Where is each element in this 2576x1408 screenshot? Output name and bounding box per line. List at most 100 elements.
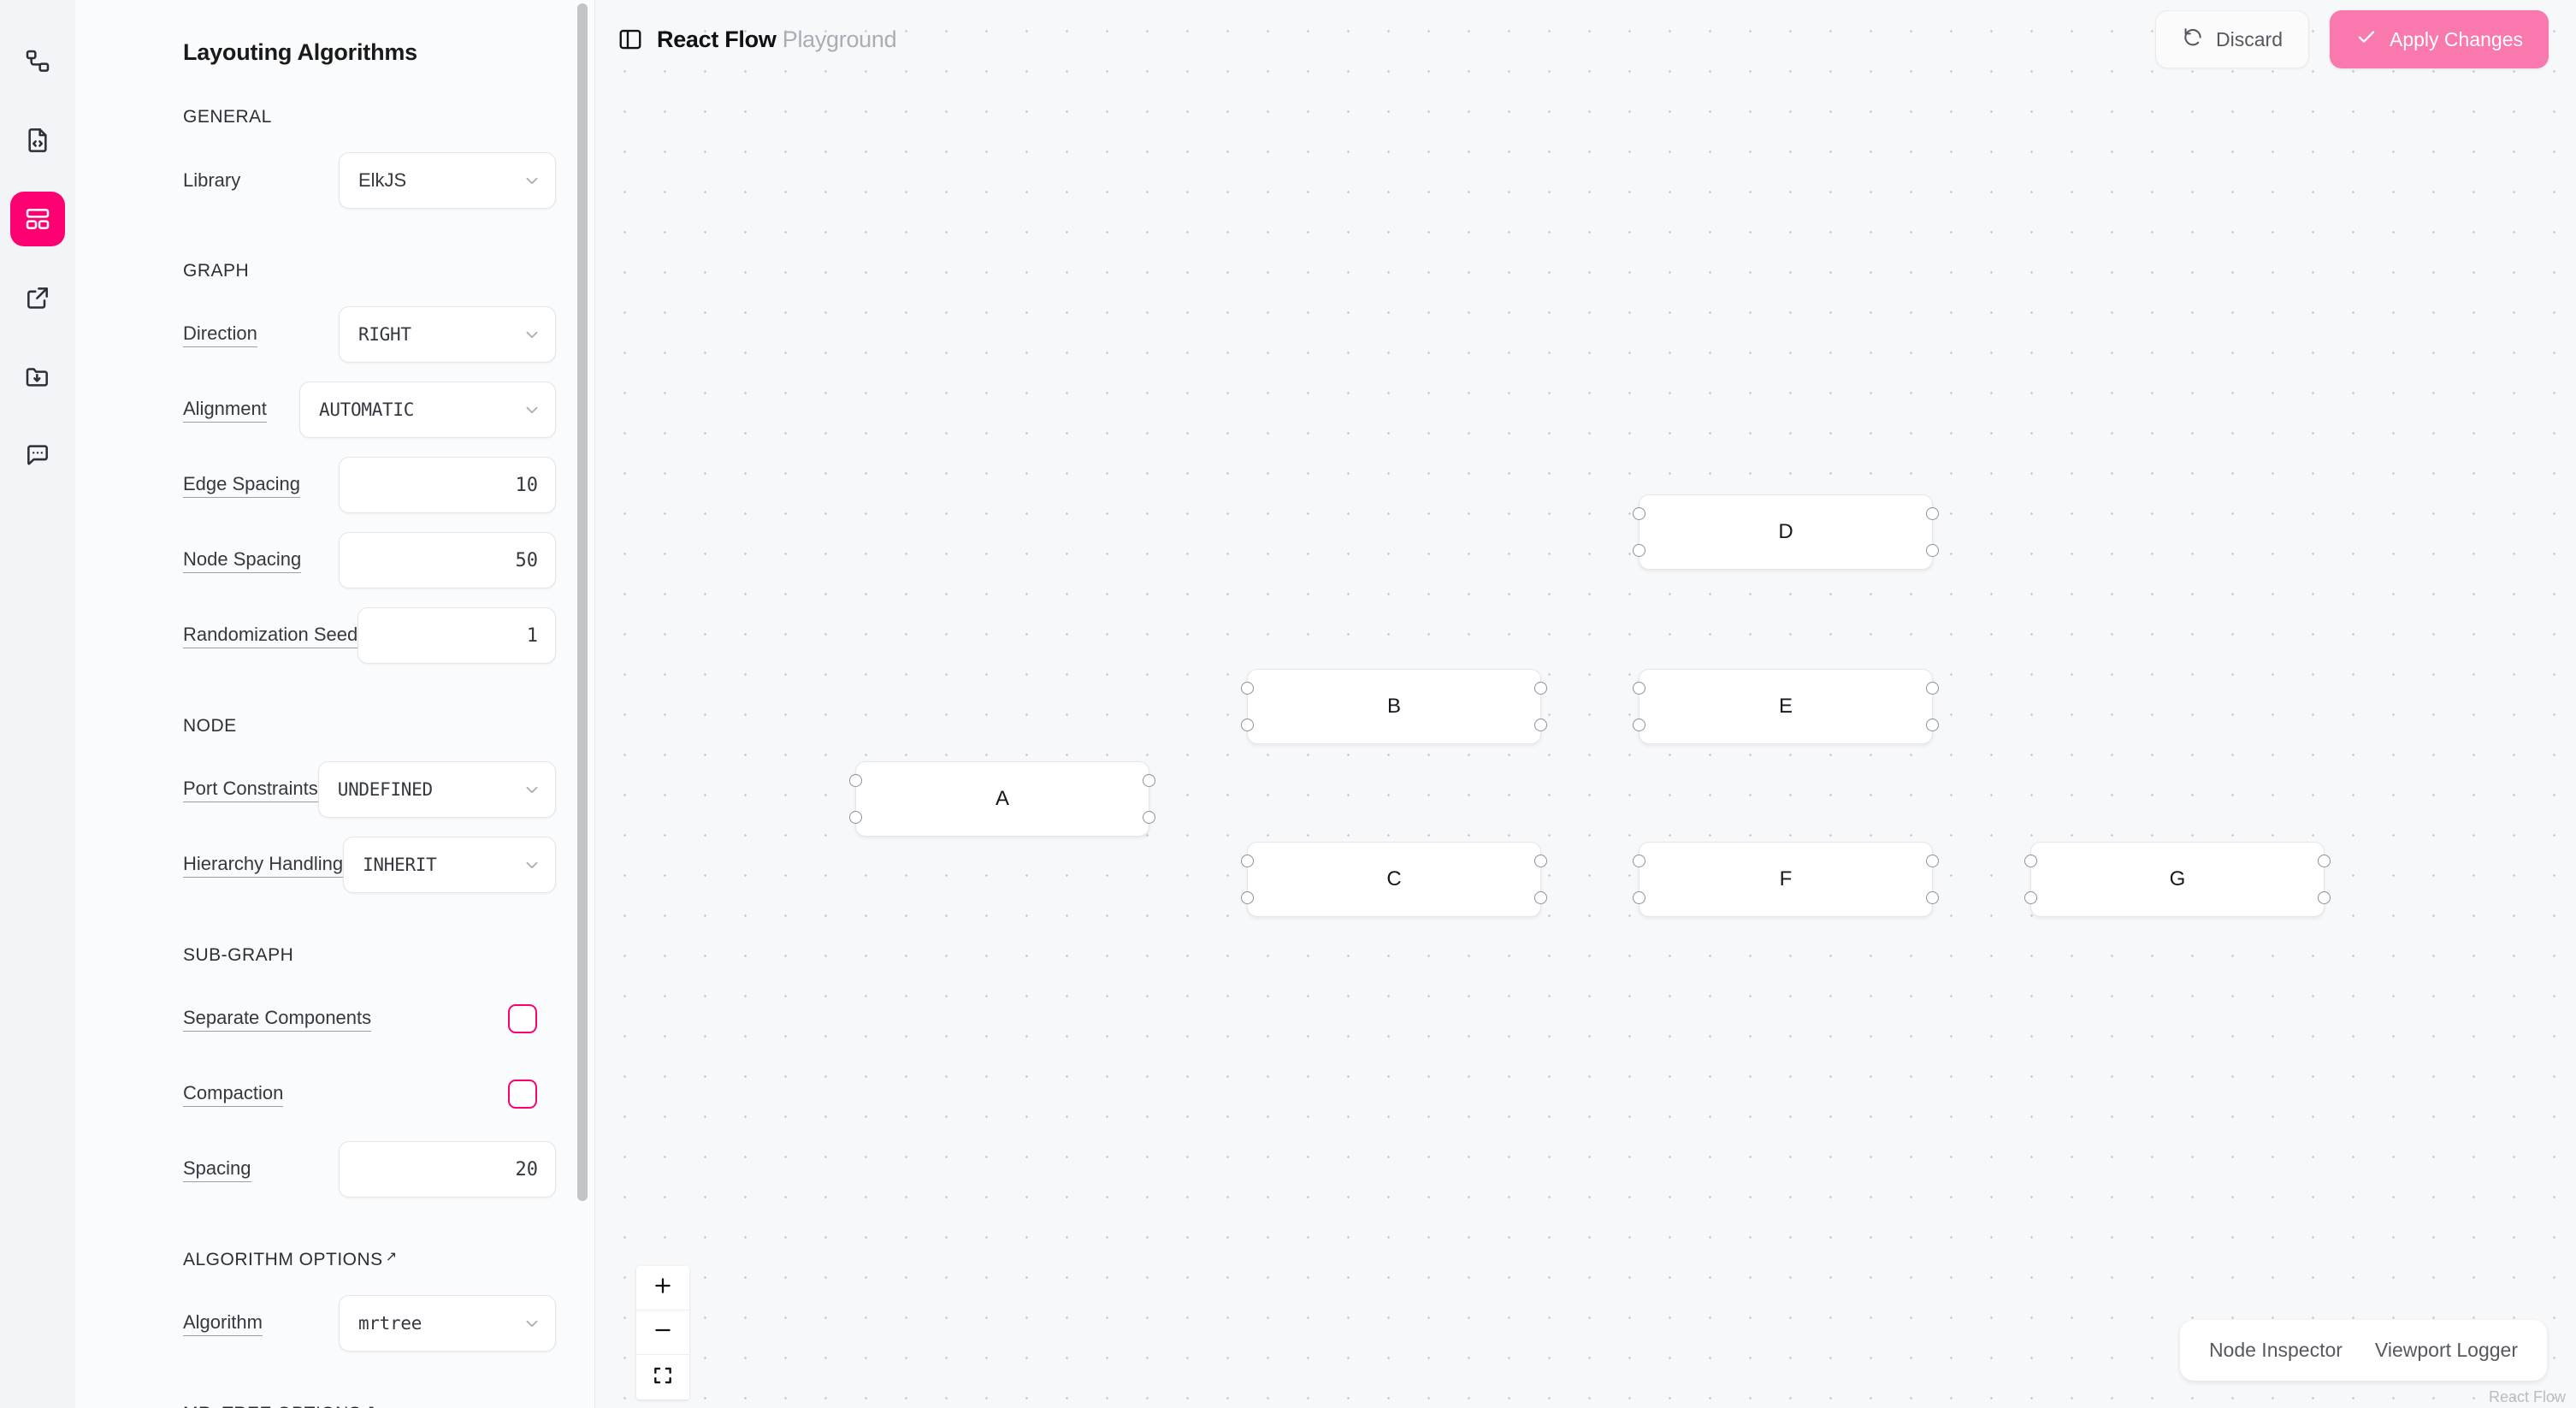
- node-handle[interactable]: [1633, 544, 1645, 557]
- field-label: Alignment: [183, 398, 267, 423]
- node-handle[interactable]: [1926, 719, 1939, 731]
- node-handle[interactable]: [849, 811, 862, 824]
- node-handle[interactable]: [1926, 891, 1939, 904]
- node-handle[interactable]: [2318, 855, 2331, 867]
- field-label: Compaction: [183, 1082, 284, 1107]
- flow-node[interactable]: A: [849, 761, 1155, 837]
- node-handle[interactable]: [1241, 855, 1254, 867]
- node-handle[interactable]: [1633, 855, 1645, 867]
- field-row: Spacing 20: [183, 1139, 556, 1200]
- node-handle[interactable]: [2318, 891, 2331, 904]
- flow-node[interactable]: B: [1241, 669, 1547, 744]
- flow-node[interactable]: G: [2024, 842, 2331, 917]
- select-library[interactable]: ElkJS: [339, 152, 556, 209]
- node-handle[interactable]: [1633, 682, 1645, 695]
- node-handle[interactable]: [1241, 891, 1254, 904]
- fit-view-button[interactable]: [636, 1355, 689, 1399]
- node-handle[interactable]: [1241, 719, 1254, 731]
- flow-node[interactable]: F: [1633, 842, 1939, 917]
- section-spacer: [183, 909, 556, 945]
- input-randomization-seed[interactable]: 1: [357, 607, 556, 664]
- dev-tools-panel: Node Inspector Viewport Logger: [2179, 1320, 2547, 1381]
- node-handle[interactable]: [1633, 719, 1645, 731]
- node-handle[interactable]: [1143, 774, 1155, 787]
- field-row: Alignment AUTOMATIC: [183, 379, 556, 441]
- node-handle[interactable]: [1926, 544, 1939, 557]
- brand: React Flow Playground: [617, 26, 897, 53]
- sidebar-rail-open[interactable]: [10, 270, 65, 325]
- node-handle[interactable]: [1633, 891, 1645, 904]
- field-label: Algorithm: [183, 1311, 263, 1336]
- node-handle[interactable]: [2024, 891, 2037, 904]
- dev-tool-toggle[interactable]: Node Inspector: [2208, 1339, 2343, 1361]
- node-handle[interactable]: [1534, 891, 1547, 904]
- brand-name: React Flow: [657, 26, 777, 52]
- node-handle[interactable]: [2024, 855, 2037, 867]
- select-direction[interactable]: RIGHT: [339, 306, 556, 363]
- node-handle[interactable]: [1534, 682, 1547, 695]
- field-row: Compaction: [183, 1063, 556, 1125]
- select-hierarchy-handling[interactable]: INHERIT: [343, 837, 556, 893]
- section-heading: MR. TREE OPTIONS↗: [183, 1404, 556, 1408]
- select-alignment[interactable]: AUTOMATIC: [299, 382, 556, 438]
- section-heading: GENERAL: [183, 107, 556, 127]
- select-port-constraints[interactable]: UNDEFINED: [317, 761, 556, 818]
- nodes-graph-icon: [24, 48, 51, 75]
- minus-icon: [652, 1319, 674, 1346]
- node-handle[interactable]: [1534, 719, 1547, 731]
- chevron-down-icon: [523, 325, 541, 344]
- input-spacing[interactable]: 20: [339, 1141, 556, 1198]
- node-handle[interactable]: [1241, 682, 1254, 695]
- node-handle[interactable]: [1926, 855, 1939, 867]
- field-label: Port Constraints: [183, 778, 318, 802]
- checkbox-compaction[interactable]: [508, 1080, 537, 1109]
- apply-changes-button[interactable]: Apply Changes: [2330, 10, 2549, 68]
- external-link-icon[interactable]: ↗: [363, 1405, 375, 1408]
- section-heading: NODE: [183, 716, 556, 737]
- flow-node[interactable]: D: [1633, 494, 1939, 570]
- sidebar-rail-layout[interactable]: [10, 192, 65, 246]
- node-handle[interactable]: [1534, 855, 1547, 867]
- discard-button[interactable]: Discard: [2155, 10, 2309, 68]
- select-value: RIGHT: [358, 324, 411, 345]
- checkbox-separate-components[interactable]: [508, 1004, 537, 1033]
- field-label: Edge Spacing: [183, 473, 300, 498]
- flow-canvas[interactable]: React Flow Playground Discard: [595, 0, 2576, 1408]
- field-label: Spacing: [183, 1157, 251, 1182]
- sidebar-rail-nodes[interactable]: [10, 34, 65, 89]
- node-handle[interactable]: [1143, 811, 1155, 824]
- input-node-spacing[interactable]: 50: [339, 532, 556, 589]
- flow-node[interactable]: E: [1633, 669, 1939, 744]
- header-actions: Discard Apply Changes: [2155, 10, 2549, 68]
- node-handle[interactable]: [1633, 507, 1645, 520]
- panel-scrollbar[interactable]: [577, 0, 588, 1408]
- zoom-out-button[interactable]: [636, 1310, 689, 1355]
- select-value: ElkJS: [358, 169, 407, 191]
- section-heading: ALGORITHM OPTIONS↗: [183, 1250, 556, 1270]
- flow-node[interactable]: C: [1241, 842, 1547, 917]
- plus-icon: [652, 1275, 674, 1301]
- select-algorithm[interactable]: mrtree: [339, 1295, 556, 1352]
- node-handle[interactable]: [1926, 507, 1939, 520]
- node-handle[interactable]: [849, 774, 862, 787]
- sidebar-rail-code[interactable]: [10, 113, 65, 168]
- input-value: 20: [515, 1158, 539, 1180]
- panel-scrollbar-thumb[interactable]: [577, 3, 588, 1201]
- folder-download-icon: [24, 363, 51, 390]
- zoom-in-button[interactable]: [636, 1266, 689, 1310]
- flow-node-label: D: [1778, 520, 1793, 543]
- sidebar-rail-feedback[interactable]: [10, 428, 65, 482]
- node-handle[interactable]: [1926, 682, 1939, 695]
- section-heading-label: MR. TREE OPTIONS: [183, 1404, 361, 1408]
- input-edge-spacing[interactable]: 10: [339, 457, 556, 513]
- sidebar-rail-download[interactable]: [10, 349, 65, 404]
- panel-left-icon[interactable]: [617, 27, 643, 52]
- section-spacer: [183, 225, 556, 261]
- dev-tool-toggle[interactable]: Viewport Logger: [2374, 1339, 2518, 1361]
- external-link-icon[interactable]: ↗: [385, 1250, 398, 1264]
- flow-node-label: G: [2169, 867, 2186, 890]
- attribution-link[interactable]: React Flow: [2488, 1388, 2566, 1405]
